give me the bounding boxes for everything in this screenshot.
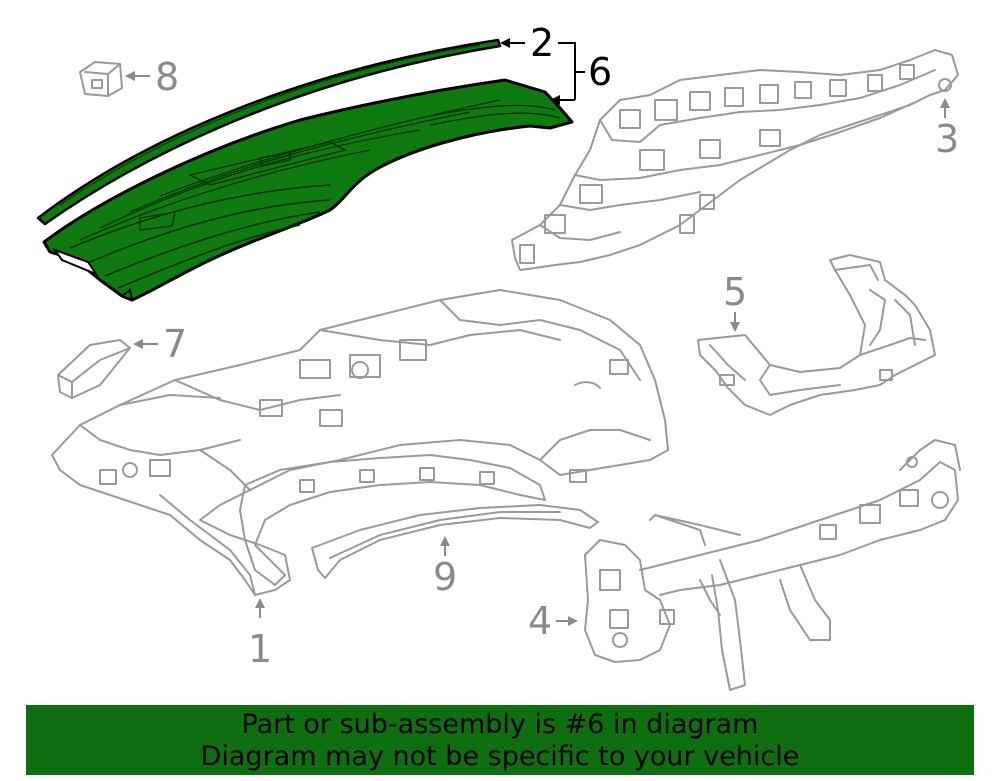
callout-1[interactable]: 1: [248, 627, 272, 671]
callout-6[interactable]: 6: [588, 50, 612, 94]
callout-4[interactable]: 4: [528, 599, 552, 643]
banner-line-1: Part or sub-assembly is #6 in diagram: [241, 709, 759, 740]
part-1-reinforcement: [239, 454, 546, 586]
info-banner: Part or sub-assembly is #6 in diagram Di…: [26, 705, 974, 775]
callout-9[interactable]: 9: [433, 555, 457, 599]
callout-2[interactable]: 2: [530, 21, 554, 65]
part-3-bracket[interactable]: [511, 49, 959, 271]
part-4-cross-beam[interactable]: [584, 439, 961, 691]
part-9-trim-strip[interactable]: [311, 504, 599, 579]
callout-3[interactable]: 3: [935, 117, 959, 161]
part-5-bracket[interactable]: [697, 254, 936, 416]
callout-5[interactable]: 5: [723, 270, 747, 314]
callout-7[interactable]: 7: [163, 322, 187, 366]
part-8-clip[interactable]: [79, 61, 123, 97]
part-2-strip[interactable]: [36, 38, 502, 226]
part-1-instrument-panel[interactable]: [51, 289, 669, 596]
callout-8[interactable]: 8: [155, 55, 179, 99]
callout-2-6-leaders: [500, 38, 585, 105]
part-6-upper-panel[interactable]: [42, 78, 574, 302]
part-7-cover[interactable]: [57, 339, 131, 399]
banner-line-2: Diagram may not be specific to your vehi…: [200, 741, 800, 772]
